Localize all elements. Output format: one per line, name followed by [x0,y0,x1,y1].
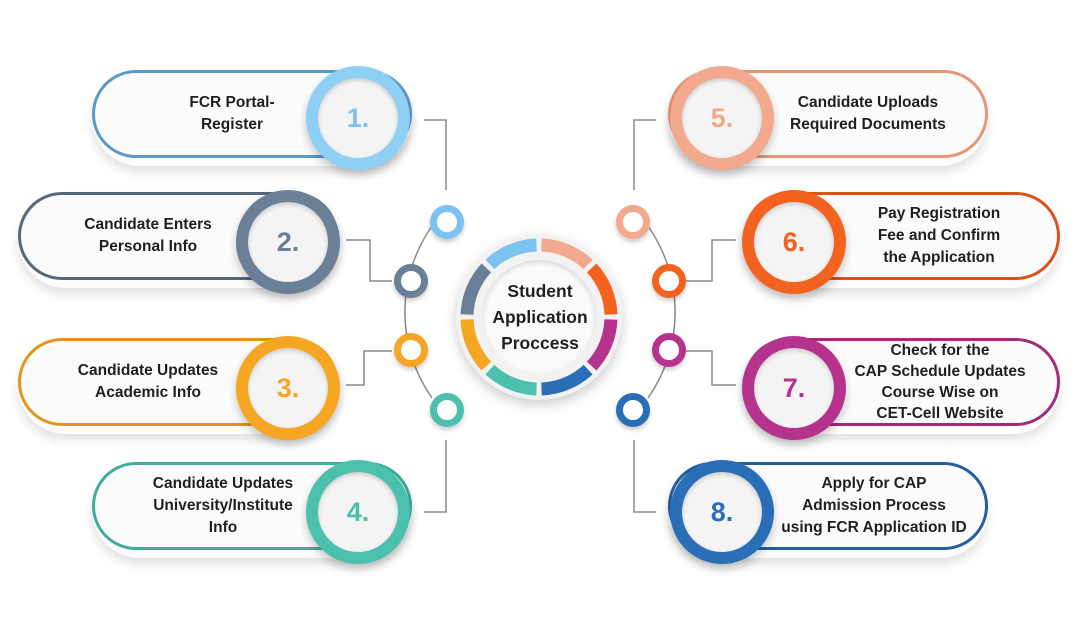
step-6-badge: 6. [742,190,846,294]
dot-step-7 [652,333,686,367]
step-4-line-2: University/Institute [153,497,293,514]
step-6-text: Pay Registration Fee and Confirm the App… [844,192,1034,280]
step-1-line-1: FCR Portal- [189,94,275,111]
step-7-line-4: CET-Cell Website [876,405,1004,422]
step-4-line-3: Info [208,519,238,536]
step-1-line-2: Register [200,116,264,133]
connector-step-3 [346,350,392,386]
ring-segment-step-8 [541,364,593,396]
ring-segment-step-3 [460,319,492,371]
step-7-line-3: Course Wise on [881,384,999,401]
step-2-badge: 2. [236,190,340,294]
step-4-text: Candidate Updates University/Institute I… [118,462,328,550]
step-8-number: 8. [682,472,762,552]
step-6-line-2: Fee and Confirm [877,227,1001,244]
connector-step-4 [424,440,447,513]
dot-step-2 [394,264,428,298]
step-2-line-1: Candidate Enters [84,216,212,233]
step-3-line-1: Candidate Updates [77,362,219,379]
center-title-line-1: Student [507,281,573,301]
dot-step-4 [430,393,464,427]
step-7-number: 7. [754,348,834,428]
step-2-number: 2. [248,202,328,282]
step-2-line-2: Personal Info [98,238,198,255]
dot-step-1 [430,205,464,239]
step-4-number: 4. [318,472,398,552]
dot-step-3 [394,333,428,367]
step-1-badge: 1. [306,66,410,170]
step-3-number: 3. [248,348,328,428]
connector-step-2 [346,239,392,282]
step-3-badge: 3. [236,336,340,440]
step-4-line-1: Candidate Updates [152,475,294,492]
step-7-text: Check for the CAP Schedule Updates Cours… [840,338,1040,426]
step-8-line-1: Apply for CAP [821,475,927,492]
ring-segment-step-4 [485,364,537,396]
connector-step-1 [424,119,447,190]
center-title-line-3: Proccess [501,333,579,353]
step-8-line-3: using FCR Application ID [781,519,967,536]
step-1-number: 1. [318,78,398,158]
step-7-badge: 7. [742,336,846,440]
center-hub-inner [482,260,596,374]
step-4-badge: 4. [306,460,410,564]
dot-step-6 [652,264,686,298]
ring-segment-step-2 [460,263,492,315]
ring-segment-step-1 [485,238,537,270]
center-title: Student Application Proccess [470,262,610,372]
step-5-line-2: Required Documents [790,116,946,133]
step-7-line-2: CAP Schedule Updates [854,363,1026,380]
step-7-line-1: Check for the [890,342,990,359]
step-3-line-2: Academic Info [95,384,201,401]
dot-step-5 [616,205,650,239]
step-5-number: 5. [682,78,762,158]
step-2-text: Candidate Enters Personal Info [38,192,258,280]
step-6-line-1: Pay Registration [877,205,1001,222]
step-8-badge: 8. [670,460,774,564]
step-6-number: 6. [754,202,834,282]
connector-step-8 [633,440,656,513]
connector-step-6 [686,239,736,282]
step-3-text: Candidate Updates Academic Info [38,338,258,426]
step-5-badge: 5. [670,66,774,170]
step-8-text: Apply for CAP Admission Process using FC… [764,462,984,550]
ring-segment-step-7 [586,319,618,371]
step-5-text: Candidate Uploads Required Documents [758,70,978,158]
connector-step-5 [633,119,656,190]
left-arc [404,225,433,399]
step-6-line-3: the Application [883,249,995,266]
step-1-text: FCR Portal- Register [122,70,342,158]
center-title-line-2: Application [492,307,588,327]
connector-step-7 [686,350,736,386]
ring-segment-step-5 [541,238,593,270]
step-8-line-2: Admission Process [802,497,946,514]
right-arc [647,225,676,399]
dot-step-8 [616,393,650,427]
step-5-line-1: Candidate Uploads [797,94,939,111]
ring-segment-step-6 [586,263,618,315]
